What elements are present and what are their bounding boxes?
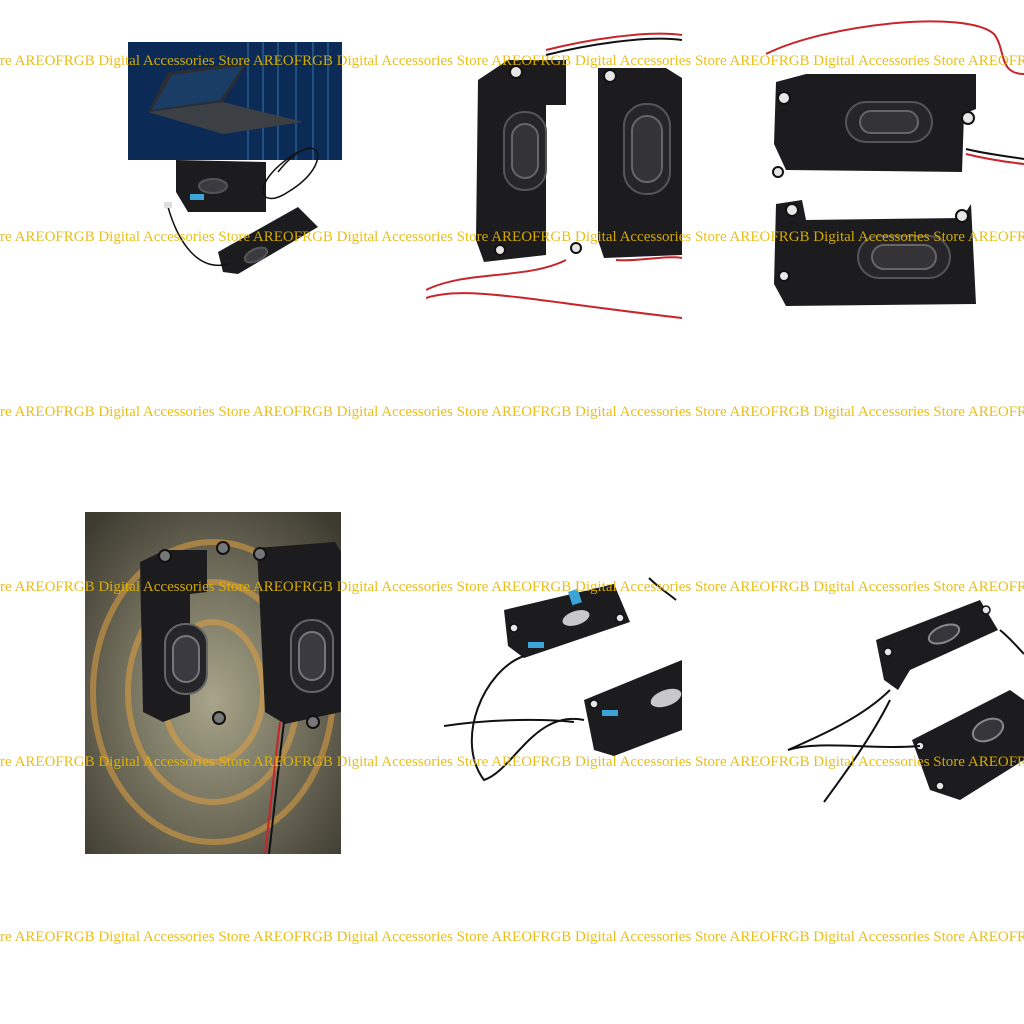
- watermark-text: re AREOFRGB Digital Accessories Store AR…: [0, 929, 1024, 945]
- product-photo-3: [766, 14, 1024, 314]
- speaker-pair-angled-image: [444, 577, 682, 782]
- speaker-pair-vertical-image: [426, 32, 682, 319]
- product-photo-1: [128, 42, 342, 302]
- speaker-pair-horizontal-image: [766, 20, 1024, 306]
- product-photo-2: [426, 0, 682, 330]
- speaker-pair-dark-image: [787, 600, 1024, 803]
- product-photo-5: [444, 570, 682, 790]
- laptop-speaker-image: [128, 42, 342, 302]
- speaker-pair-swirl-image: [85, 512, 341, 854]
- watermark-text: re AREOFRGB Digital Accessories Store AR…: [0, 404, 1024, 420]
- product-photo-6: [780, 590, 1024, 810]
- product-photo-4: [85, 512, 341, 854]
